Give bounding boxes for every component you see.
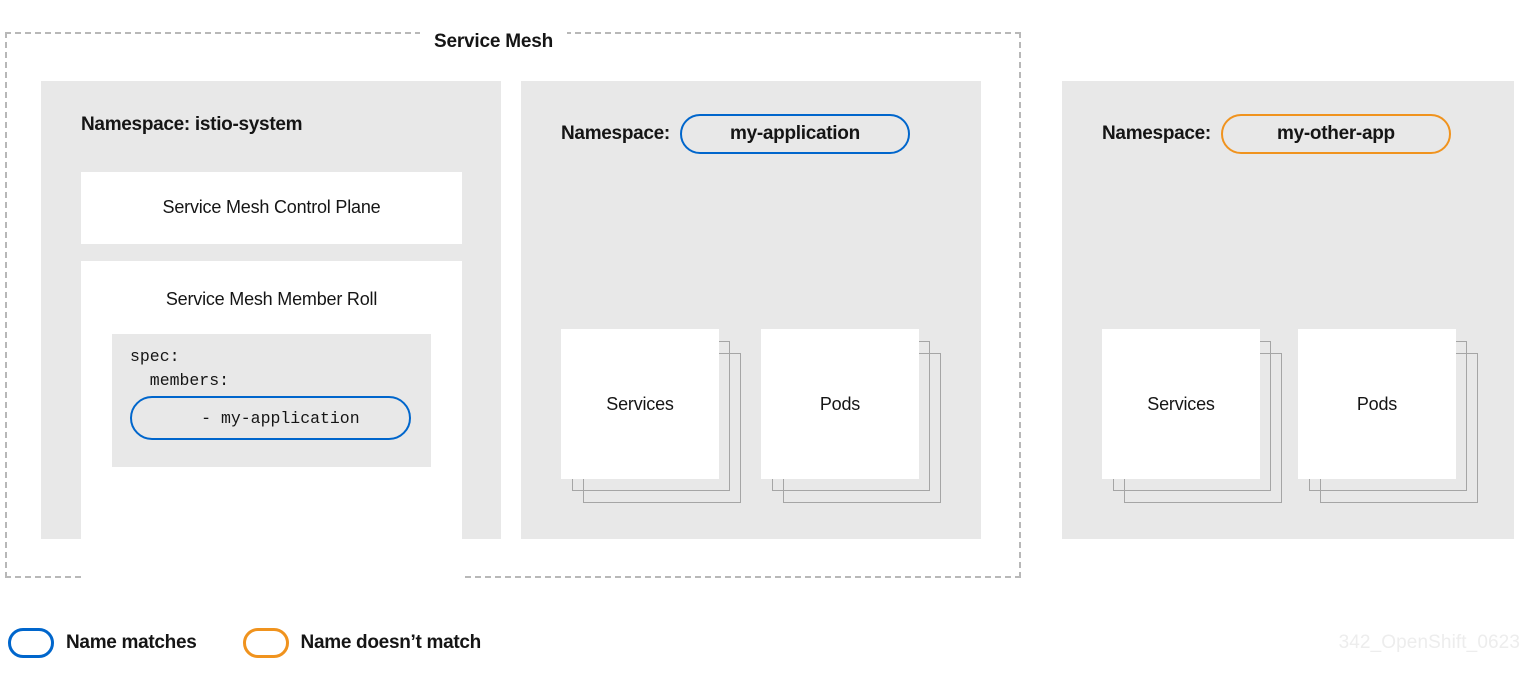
legend-label-name-matches: Name matches (66, 632, 197, 653)
resource-label-services: Services (1147, 393, 1215, 414)
namespace-label-prefix-my-other-app: Namespace: (1102, 123, 1211, 144)
legend-label-name-doesnt-match: Name doesn’t match (300, 632, 482, 653)
card-service-mesh-member-roll: Service Mesh Member Roll spec: members: … (81, 261, 462, 578)
namespace-label-prefix-my-application: Namespace: (561, 123, 670, 144)
namespace-header-my-application: Namespace: my-application (561, 114, 910, 154)
yaml-spec-block: spec: members: - my-application (112, 334, 431, 467)
namespace-header-istio-system: Namespace: istio-system (81, 114, 303, 136)
resource-label-pods: Pods (819, 393, 861, 414)
resource-stack-pods-my-application: Pods (761, 329, 941, 503)
yaml-line-spec: spec: (130, 347, 180, 366)
legend-swatch-orange-pill-icon (242, 628, 289, 658)
card-title-control-plane: Service Mesh Control Plane (162, 197, 381, 217)
card-title-member-roll: Service Mesh Member Roll (165, 289, 378, 309)
watermark: 342_OpenShift_0623 (1338, 632, 1520, 653)
stack-layer-front: Pods (1298, 329, 1456, 479)
legend-item-name-matches: Name matches (8, 628, 197, 658)
yaml-member-highlight-pill: - my-application (130, 396, 411, 440)
resource-label-services: Services (606, 393, 674, 414)
resource-stack-pods-my-other-app: Pods (1298, 329, 1478, 503)
yaml-line-members: members: (130, 371, 230, 390)
namespace-header-my-other-app: Namespace: my-other-app (1102, 114, 1451, 154)
namespace-pill-my-application: my-application (679, 114, 910, 154)
namespace-panel-my-application: Namespace: my-application Services Pods (521, 81, 981, 539)
namespace-panel-my-other-app: Namespace: my-other-app Services Pods (1062, 81, 1514, 539)
legend: Name matches Name doesn’t match (8, 628, 481, 658)
card-service-mesh-control-plane: Service Mesh Control Plane (81, 172, 462, 244)
namespace-label-istio-system: Namespace: istio-system (81, 114, 303, 135)
namespace-pill-my-other-app: my-other-app (1220, 114, 1451, 154)
service-mesh-title: Service Mesh (420, 29, 568, 55)
stack-layer-front: Pods (761, 329, 919, 479)
yaml-line-member-value: - my-application (181, 408, 360, 428)
resource-stack-services-my-application: Services (561, 329, 741, 503)
namespace-panel-istio-system: Namespace: istio-system Service Mesh Con… (41, 81, 501, 578)
resource-stack-services-my-other-app: Services (1102, 329, 1282, 503)
legend-swatch-blue-pill-icon (8, 628, 54, 658)
legend-item-name-doesnt-match: Name doesn’t match (242, 628, 482, 658)
resource-label-pods: Pods (1356, 393, 1398, 414)
stack-layer-front: Services (1102, 329, 1260, 479)
stack-layer-front: Services (561, 329, 719, 479)
